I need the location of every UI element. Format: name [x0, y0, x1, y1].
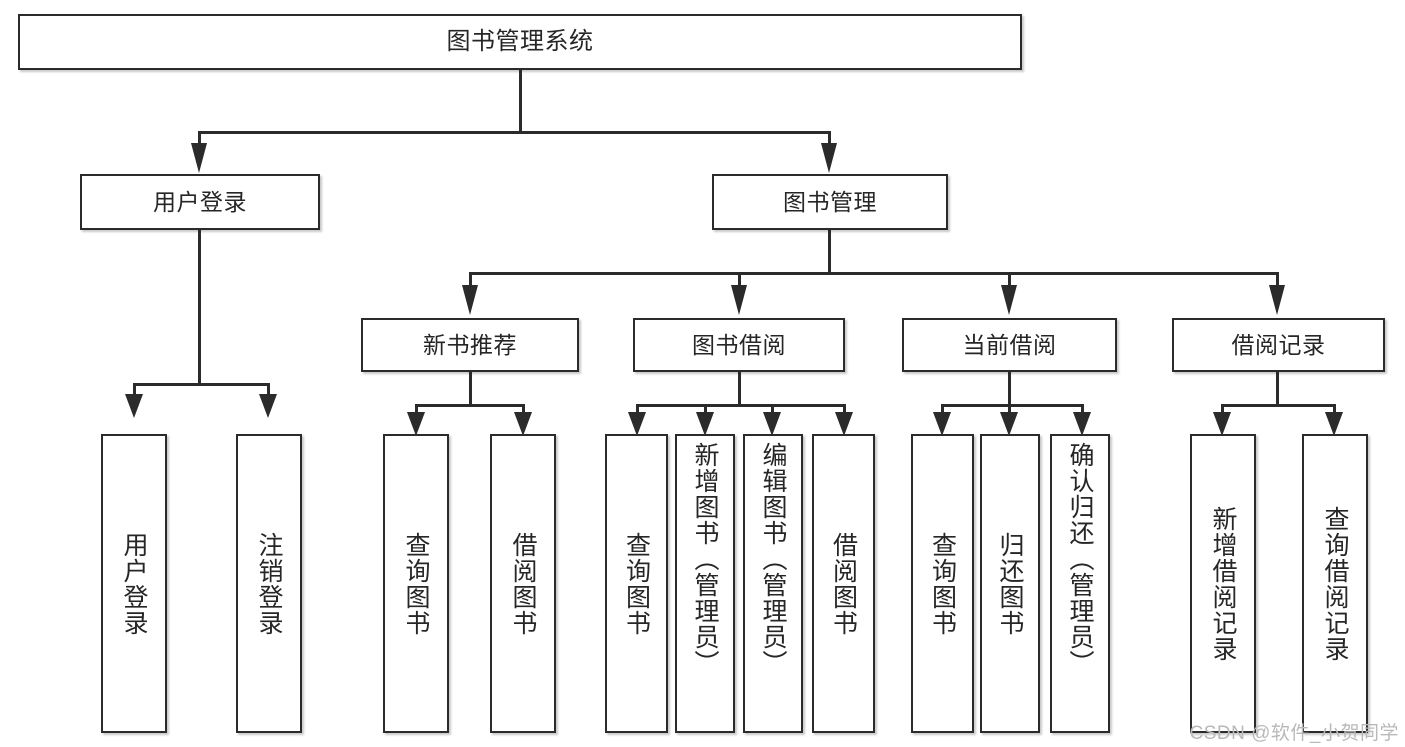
leaf-query-book-borrow[interactable]: 查询图书 — [605, 434, 668, 733]
node-borrow-record[interactable]: 借阅记录 — [1172, 318, 1385, 372]
connector-borrow-record-stem — [1276, 372, 1279, 406]
leaf-query-book-recommend[interactable]: 查询图书 — [383, 434, 449, 733]
node-label: 图书管理系统 — [446, 28, 594, 55]
leaf-query-borrow-record[interactable]: 查询借阅记录 — [1302, 434, 1368, 733]
arrow-to-leaf-borrow-book-2 — [835, 412, 853, 436]
node-label: 注销登录 — [255, 531, 283, 636]
node-user-login[interactable]: 用户登录 — [80, 174, 320, 230]
connector-book-borrow-drop-1 — [636, 404, 639, 416]
arrow-to-leaf-query-book-1 — [407, 412, 425, 436]
node-new-book-recommend[interactable]: 新书推荐 — [361, 318, 579, 372]
arrow-to-leaf-query-book-3 — [933, 412, 951, 436]
connector-book-borrow-stem — [738, 372, 741, 406]
arrow-to-leaf-return-book — [1000, 412, 1018, 436]
arrow-to-book-borrow — [731, 285, 747, 315]
arrow-to-borrow-record — [1269, 285, 1285, 315]
arrow-to-new-book-recommend — [462, 285, 478, 315]
connector-level3-bus — [469, 272, 1279, 275]
node-label: 新增借阅记录 — [1209, 505, 1237, 662]
leaf-return-book[interactable]: 归还图书 — [980, 434, 1040, 733]
connector-level2-drop-user-login — [198, 131, 201, 147]
leaf-add-book[interactable]: 新增图书（管理员） — [675, 434, 735, 733]
connector-user-login-drop-1 — [133, 383, 136, 397]
node-label: 查询图书 — [622, 531, 651, 636]
connector-book-borrow-bus — [636, 404, 846, 407]
connector-new-book-drop-2 — [522, 404, 525, 416]
connector-current-borrow-drop-3 — [1081, 404, 1084, 416]
arrow-to-leaf-query-record — [1325, 412, 1343, 436]
connector-level3-drop-current-borrow — [1008, 272, 1011, 288]
node-label: 借阅记录 — [1231, 331, 1326, 358]
connector-level2-drop-book-manage — [828, 131, 831, 147]
connector-current-borrow-drop-1 — [941, 404, 944, 416]
connector-level3-drop-borrow-record — [1276, 272, 1279, 288]
arrow-to-leaf-add-record — [1213, 412, 1231, 436]
node-label: 归还图书 — [996, 531, 1024, 636]
arrow-to-leaf-confirm-return — [1073, 412, 1091, 436]
node-label: 图书借阅 — [692, 331, 786, 358]
connector-book-borrow-drop-2 — [704, 404, 707, 416]
node-label: 当前借阅 — [962, 331, 1057, 358]
node-label: 新增图书（管理员） — [691, 442, 719, 676]
connector-new-book-drop-1 — [415, 404, 418, 416]
connector-level3-drop-book-borrow — [738, 272, 741, 288]
arrow-to-leaf-logout — [259, 394, 277, 418]
node-label: 用户登录 — [153, 188, 247, 215]
connector-borrow-record-drop-1 — [1221, 404, 1224, 416]
node-label: 查询借阅记录 — [1321, 505, 1349, 662]
connector-book-borrow-drop-3 — [771, 404, 774, 416]
node-label: 新书推荐 — [423, 331, 517, 358]
connector-borrow-record-drop-2 — [1333, 404, 1336, 416]
arrow-to-leaf-user-login — [125, 394, 143, 418]
arrow-to-current-borrow — [1001, 285, 1017, 315]
connector-new-book-stem — [469, 372, 472, 406]
connector-level3-drop-new-book — [469, 272, 472, 288]
leaf-borrow-book[interactable]: 借阅图书 — [812, 434, 875, 733]
connector-book-borrow-drop-4 — [843, 404, 846, 416]
connector-user-login-drop-2 — [267, 383, 270, 397]
arrow-to-leaf-edit-book — [763, 412, 781, 436]
arrow-to-leaf-query-book-2 — [628, 412, 646, 436]
connector-user-login-bus — [133, 383, 270, 386]
arrow-to-user-login — [191, 143, 207, 173]
arrow-to-leaf-borrow-book-1 — [514, 412, 532, 436]
node-label: 编辑图书（管理员） — [759, 442, 787, 676]
arrow-to-leaf-add-book — [696, 412, 714, 436]
node-label: 借阅图书 — [509, 531, 537, 636]
node-root-book-management-system[interactable]: 图书管理系统 — [18, 14, 1022, 70]
arrow-to-book-manage — [821, 143, 837, 173]
leaf-user-login[interactable]: 用户登录 — [101, 434, 167, 733]
connector-current-borrow-bus — [941, 404, 1084, 407]
node-book-management[interactable]: 图书管理 — [712, 174, 948, 230]
node-label: 用户登录 — [120, 531, 148, 636]
node-label: 确认归还（管理员） — [1066, 442, 1094, 676]
node-label: 图书管理 — [783, 188, 877, 215]
csdn-watermark: CSDN @软件_小贺同学 — [1189, 723, 1399, 744]
connector-new-book-bus — [415, 404, 525, 407]
node-book-borrow[interactable]: 图书借阅 — [633, 318, 845, 372]
connector-user-login-stem — [198, 230, 201, 385]
leaf-confirm-return[interactable]: 确认归还（管理员） — [1050, 434, 1110, 733]
node-current-borrow[interactable]: 当前借阅 — [902, 318, 1117, 372]
leaf-add-borrow-record[interactable]: 新增借阅记录 — [1190, 434, 1256, 733]
node-label: 查询图书 — [402, 531, 430, 636]
leaf-borrow-book-recommend[interactable]: 借阅图书 — [490, 434, 556, 733]
node-label: 借阅图书 — [829, 531, 858, 636]
leaf-logout-login[interactable]: 注销登录 — [236, 434, 302, 733]
connector-level2-bus — [198, 131, 831, 134]
connector-book-manage-stem — [828, 230, 831, 274]
node-label: 查询图书 — [928, 531, 957, 636]
connector-borrow-record-bus — [1221, 404, 1336, 407]
leaf-edit-book[interactable]: 编辑图书（管理员） — [743, 434, 803, 733]
connector-current-borrow-drop-2 — [1008, 404, 1011, 416]
connector-current-borrow-stem — [1008, 372, 1011, 406]
connector-root-stem — [519, 70, 522, 132]
leaf-query-book-current[interactable]: 查询图书 — [911, 434, 974, 733]
